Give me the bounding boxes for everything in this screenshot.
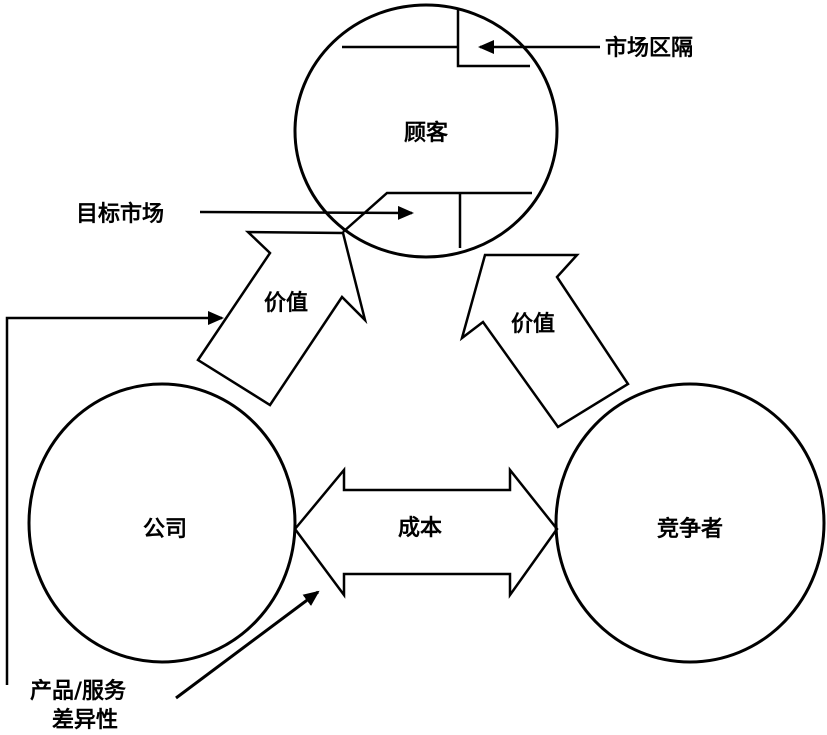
product-differentiation-label-line1: 产品/服务: [30, 679, 127, 704]
customer-circle: [293, 3, 559, 259]
market-segment-label: 市场区隔: [605, 35, 693, 61]
target-market-label: 目标市场: [76, 201, 164, 227]
target-market-arrow: [199, 205, 414, 220]
product-differentiation-arrow: [175, 590, 320, 700]
value-arrow-competitor: [459, 253, 630, 429]
value-label-company: 价值: [264, 290, 308, 316]
market-segment-lines: [342, 10, 530, 68]
value-arrow-company: [196, 230, 368, 407]
competitor-label: 竞争者: [657, 516, 723, 542]
cost-label: 成本: [398, 516, 442, 541]
customer-label: 顾客: [404, 120, 449, 146]
differentiation-feedback-arrow: [5, 311, 224, 685]
company-label: 公司: [143, 517, 187, 542]
product-differentiation-label-line2: 差异性: [52, 707, 118, 733]
target-market-lines: [342, 191, 532, 248]
value-label-competitor: 价值: [511, 311, 555, 337]
company-circle: [27, 382, 297, 664]
cost-double-arrow: [293, 466, 559, 599]
competitor-circle: [554, 382, 826, 664]
